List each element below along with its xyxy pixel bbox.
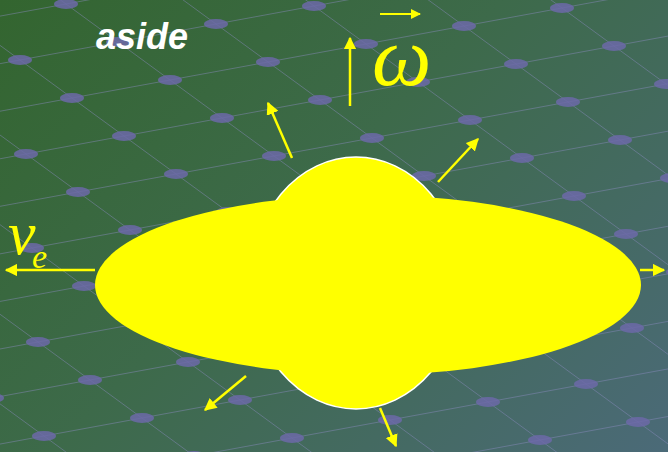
omega-symbol: ω [372,8,431,105]
emission-arrows [6,14,664,446]
emission-shape [95,157,641,409]
subscript-e: e [32,238,47,276]
aside-label: aside [96,16,188,58]
nu-symbol: ν [8,198,36,269]
